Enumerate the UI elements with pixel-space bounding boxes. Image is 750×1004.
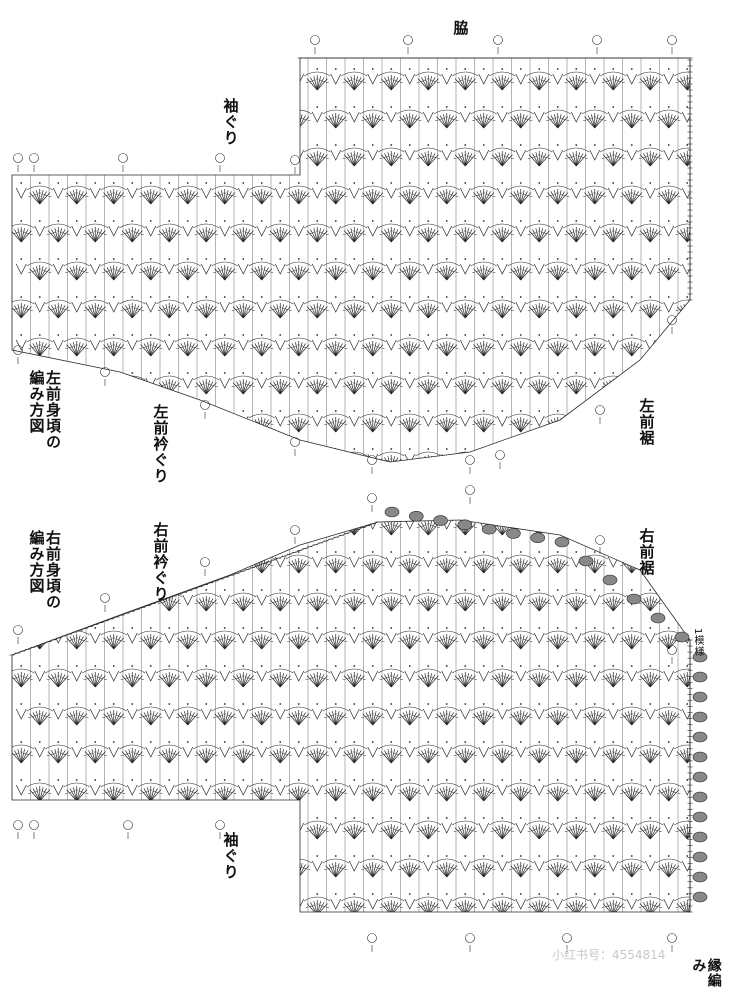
right-collar-label: 右前衿ぐり <box>152 522 169 602</box>
edging-label: 縁編み <box>690 958 721 1000</box>
sleeve-label-bottom: 袖ぐり <box>222 832 239 880</box>
left-front-title: 左前身頃の 編み方図 <box>28 370 61 450</box>
side-label: 脇 <box>452 20 469 36</box>
left-collar-label: 左前衿ぐり <box>152 404 169 484</box>
right-hem-label: 右前裾 <box>638 528 655 576</box>
edging-note: 1模様 <box>692 628 703 657</box>
right-front-title: 右前身頃の 編み方図 <box>28 530 61 610</box>
left-hem-label: 左前裾 <box>638 398 655 446</box>
sleeve-label-top: 袖ぐり <box>222 98 239 146</box>
watermark: 小红书号：4554814 <box>552 946 665 963</box>
